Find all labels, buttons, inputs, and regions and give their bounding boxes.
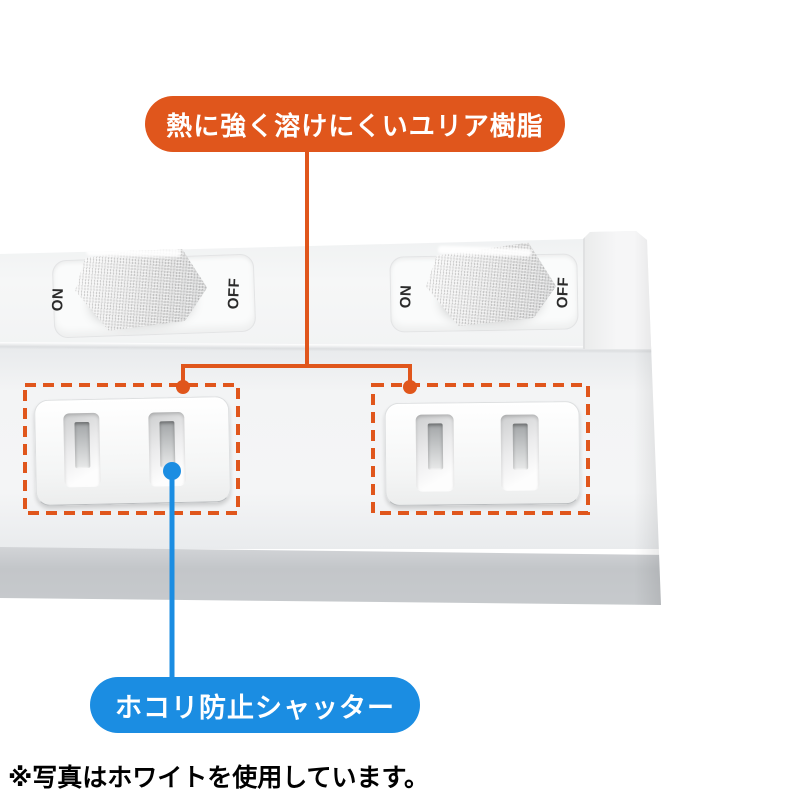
outlet-slot-opening (159, 421, 176, 468)
outlet-left (33, 395, 232, 507)
outlet-slot-opening (427, 423, 444, 470)
power-strip-photo: ON OFF ON OFF (0, 231, 661, 605)
strip-right-side-shading (634, 231, 661, 605)
switch-on-label: ON (397, 284, 415, 309)
outlet-slot-left (63, 412, 101, 488)
photo-color-note: ※写真はホワイトを使用しています。 (8, 764, 430, 792)
outlet-slot-opening (74, 421, 91, 469)
heat-resistant-callout-badge: 熱に強く溶けにくいユリア樹脂 (145, 96, 565, 152)
rocker-switch-right (425, 242, 558, 327)
rocker-switch-left (73, 242, 209, 333)
outlet-slot-opening (512, 423, 529, 470)
outlet-slot-left (415, 414, 455, 492)
dust-shutter-callout-badge: ホコリ防止シャッター (90, 677, 420, 733)
switch-off-label: OFF (224, 277, 244, 310)
outlet-slot-right (500, 414, 540, 491)
strip-end-cap (583, 231, 661, 349)
outlet-right (384, 400, 581, 507)
outlet-slot-right (148, 411, 186, 487)
strip-bottom-bevel (0, 547, 661, 605)
switch-on-label: ON (49, 287, 67, 312)
